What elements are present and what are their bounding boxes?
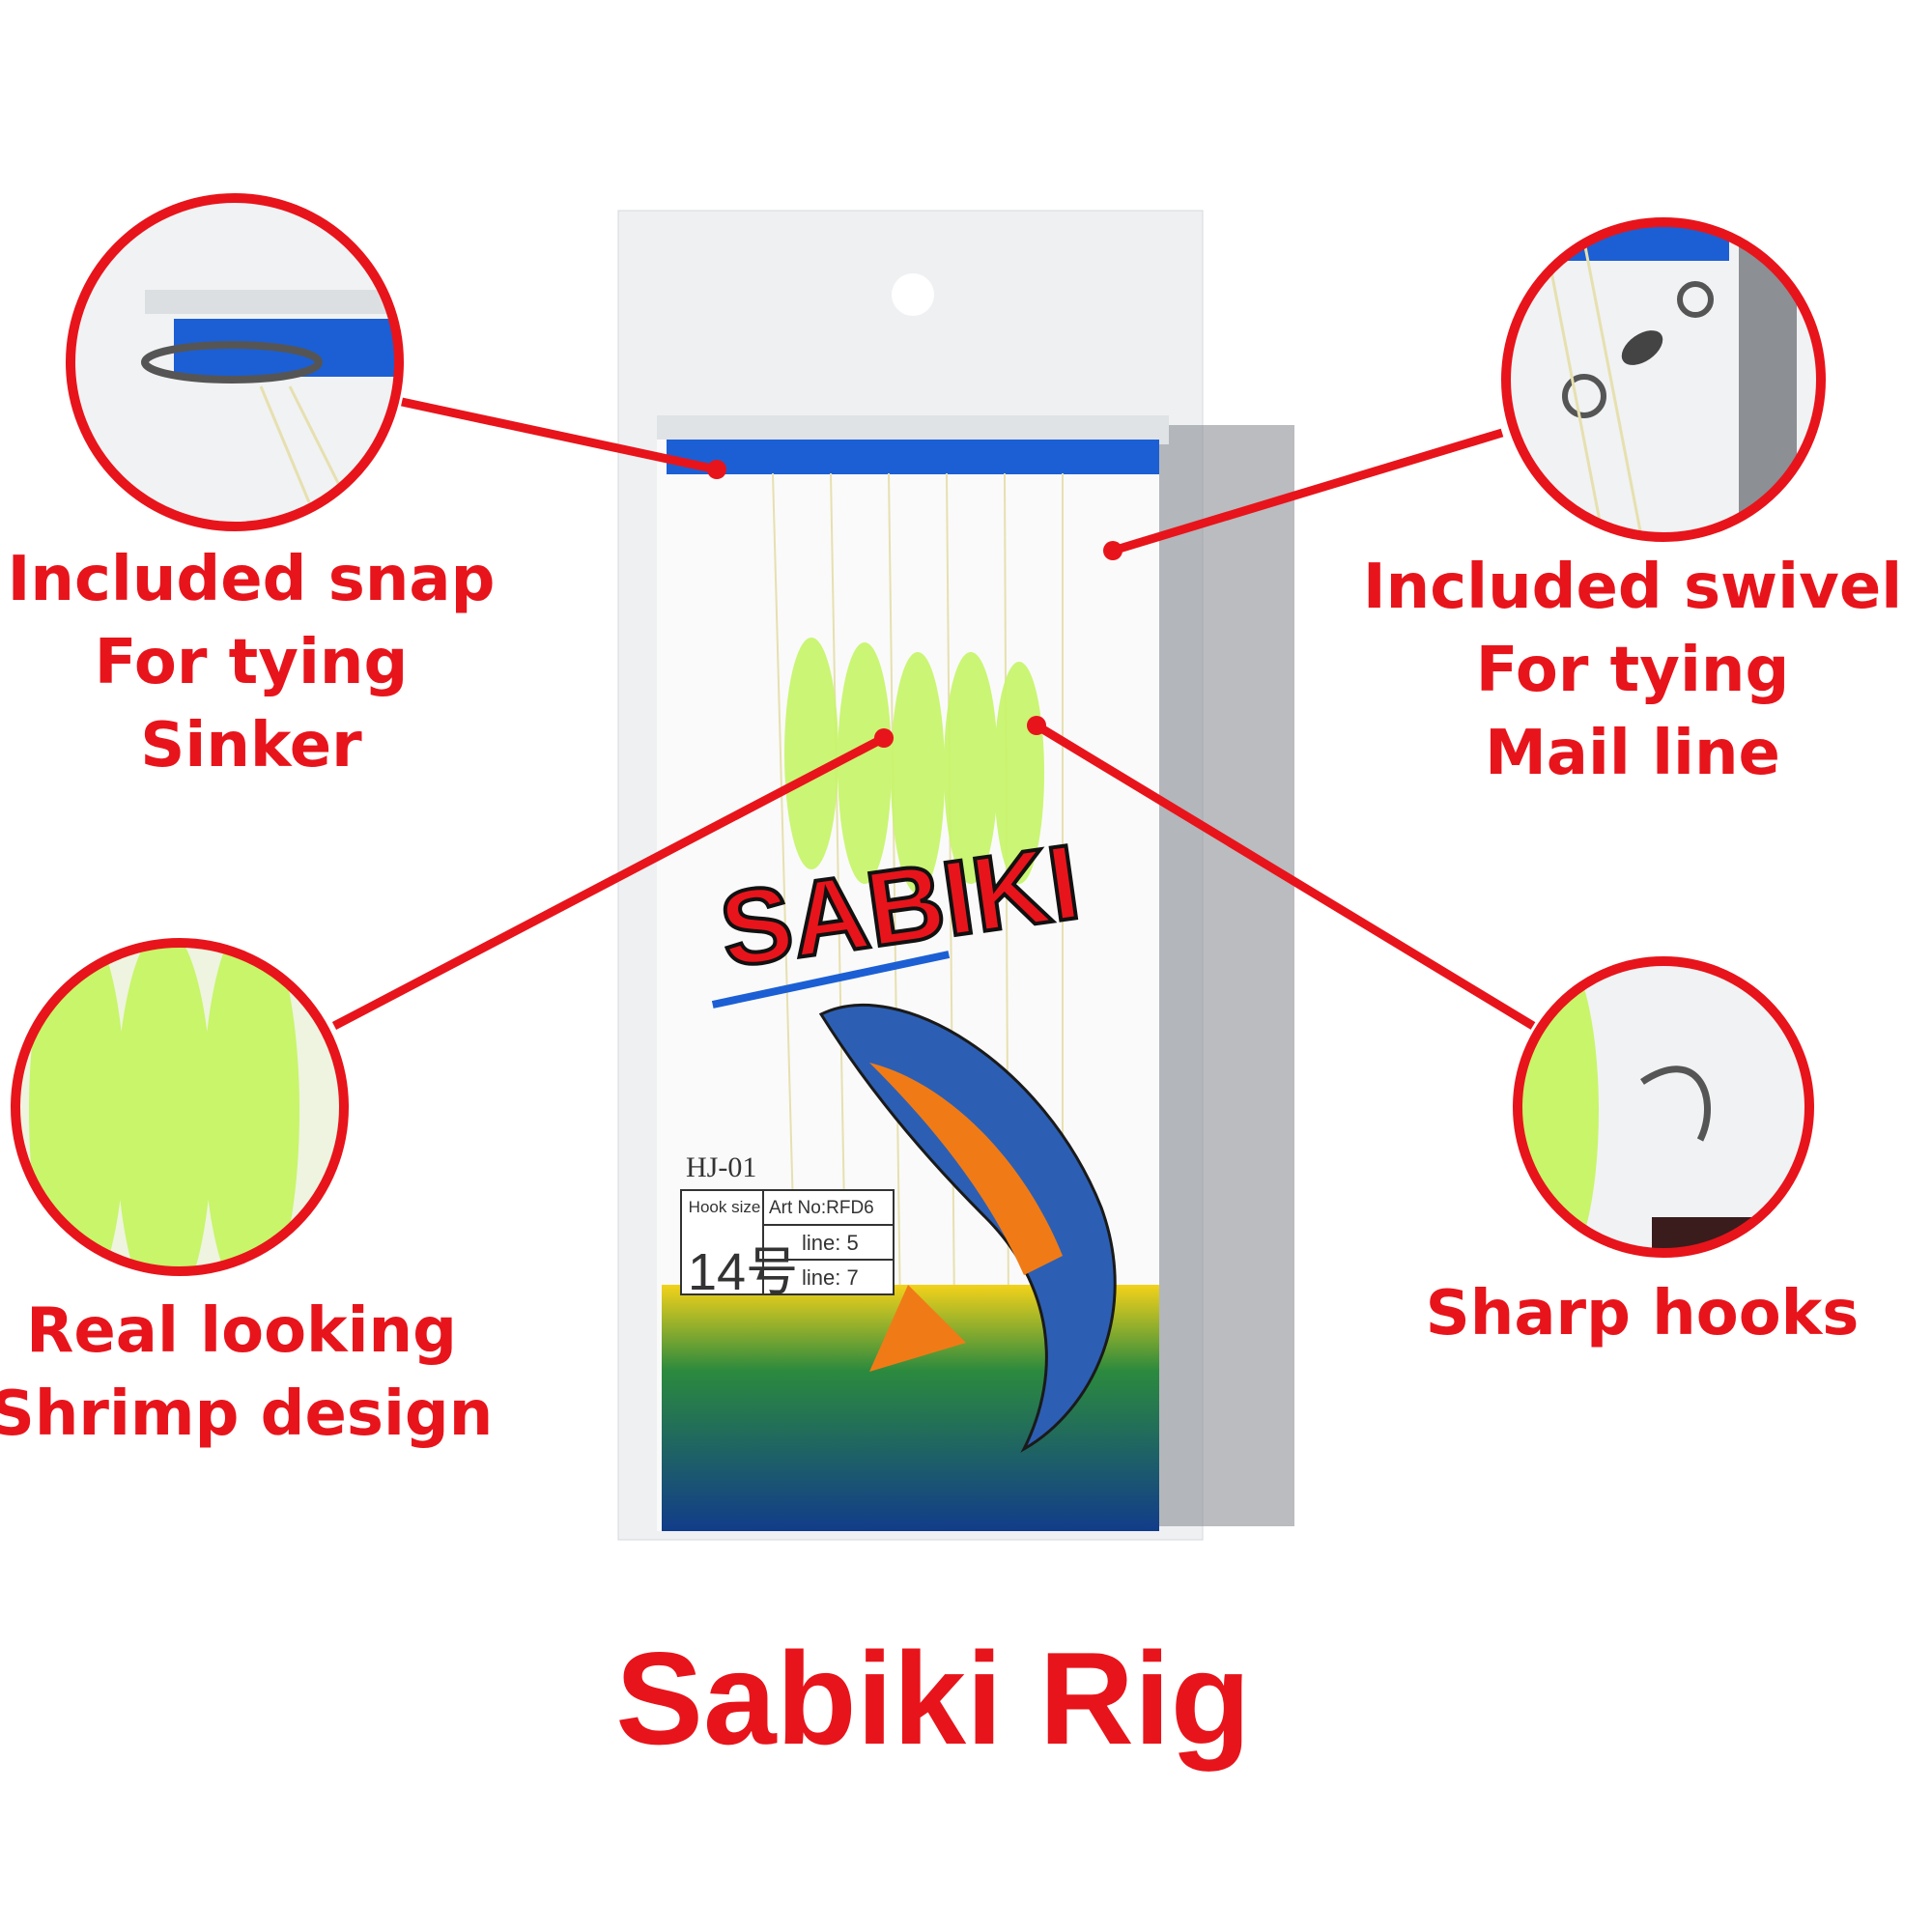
shrimp-lures — [784, 638, 1044, 894]
page-title: Sabiki Rig — [615, 1625, 1251, 1772]
branch-line-spec: line: 7 — [802, 1265, 859, 1290]
model-number: HJ-01 — [686, 1151, 757, 1183]
main-line-spec: line: 5 — [802, 1231, 859, 1255]
callout-connectors — [331, 397, 1536, 1030]
shrimp-detail-image — [15, 943, 344, 1271]
hook-detail-image — [1518, 961, 1809, 1253]
snap-detail-image — [71, 198, 399, 526]
hook-size-label: Hook size — [688, 1198, 761, 1216]
hook-size-value: 14号 — [688, 1243, 799, 1301]
detail-circle-borders — [11, 193, 1826, 1276]
fish-illustration — [818, 1004, 1117, 1453]
callout-hooks: Sharp hooks — [1425, 1278, 1860, 1350]
swivel-detail-image — [1506, 222, 1821, 537]
package: SABIKI — [617, 210, 1294, 1541]
art-number: Art No:RFD6 — [769, 1198, 874, 1218]
